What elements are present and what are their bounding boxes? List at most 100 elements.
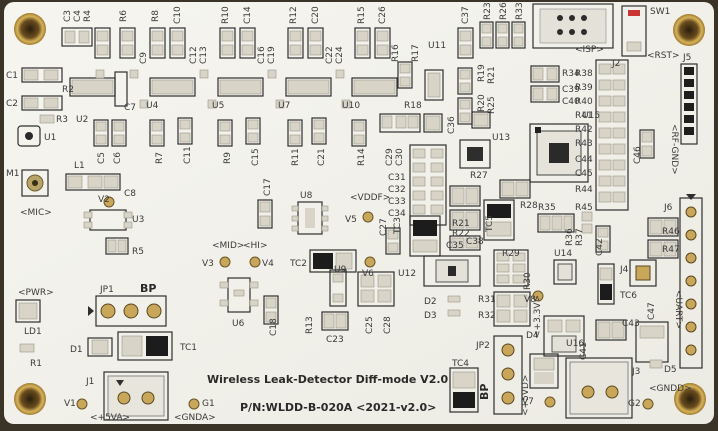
ref-u5: U5 [212,101,224,111]
ref-r41: R41 [575,111,593,121]
ref-c13: C13 [199,46,209,64]
tc4-cap [449,367,479,413]
ref-c46: C46 [633,146,643,164]
ref-c17: C17 [263,178,273,196]
ref-c31: C31 [388,173,406,183]
ref-c41: C41 [579,342,589,360]
label-rf-gnd: <RF-GND> [669,124,679,175]
ref-c30: C30 [395,148,405,166]
d1-tc1 [87,331,173,361]
label-mic: <MIC> [20,208,52,218]
ref-r8: R8 [151,10,161,22]
u3-ic [83,209,133,231]
ref-c2: C2 [6,99,18,109]
label-bp: BP [140,282,156,295]
ref-c18: C18 [269,318,279,336]
ref-r42: R42 [575,125,593,135]
u9-ic [329,269,347,307]
ref-c29: C29 [385,148,395,166]
ref-c5: C5 [97,152,107,164]
ref-j3: J3 [631,367,640,377]
ref-u15: U15 [582,111,600,121]
ref-tc5: TC5 [485,215,495,233]
ref-r18: R18 [404,101,422,111]
ref-r32: R32 [478,311,496,321]
v7-testpoint [544,396,556,408]
ref-r37: R37 [575,228,585,246]
ref-u2: U2 [76,115,88,125]
ref-c47: C47 [647,302,657,320]
ref-u6: U6 [232,319,245,329]
tc3-cap [409,215,441,257]
ref-r16: R16 [391,44,401,62]
ref-c14: C14 [243,6,253,24]
ref-r29: R29 [502,249,520,259]
ref-m1: M1 [6,169,20,179]
ref-r27: R27 [470,171,488,181]
ref-l1: L1 [74,161,85,171]
u1-ic [17,125,41,147]
j3-connector [565,357,633,419]
ref-u11: U11 [428,41,446,51]
d4-diode [529,353,559,389]
r13-c23 [321,311,349,331]
r35-r37 [537,211,611,253]
ref-c11: C11 [183,146,193,164]
ref-c35: C35 [446,241,464,251]
u12-ic [423,255,481,287]
ref-tc3: TC3 [393,217,403,235]
ref-v5: V5 [345,215,357,225]
ref-ld1: LD1 [24,327,42,337]
label-vddf: <VDDF> [350,193,390,203]
g2-testpoint [642,398,654,410]
v3-testpoint [219,256,231,268]
label-gnda: <GNDA> [174,413,216,423]
u16-region [543,315,627,357]
ref-d2: D2 [424,297,437,307]
ref-u4: U4 [146,101,159,111]
v1-testpoint [76,398,88,410]
ref-r36: R36 [565,228,575,246]
cap-cluster-c29-c34 [409,144,447,226]
l1-inductor [65,173,121,191]
board-title: Wireless Leak-Detector Diff-mode V2.0 [207,373,449,386]
ref-r40: R40 [575,97,593,107]
mount-hole-tl [14,13,46,45]
ref-r39: R39 [575,83,593,93]
ref-r1: R1 [30,359,42,369]
ref-c28: C28 [383,316,393,334]
label-gndd: <GNDD> [649,384,692,394]
label-3v3: <+3.3V> [533,295,543,338]
ref-c21: C21 [317,148,327,166]
ref-r25: R25 [487,96,497,114]
label-bp2: BP [478,384,491,400]
ref-c40: C40 [562,97,580,107]
jp1-jumper [88,295,167,327]
ref-v1: V1 [64,399,76,409]
ref-j2: J2 [611,59,620,69]
c25-c28 [357,271,395,307]
ref-c20: C20 [311,6,321,24]
ref-tc1: TC1 [179,343,197,353]
mount-hole-tr [673,14,705,46]
r46-r47 [647,217,679,259]
ref-r43: R43 [575,139,593,149]
ref-c23: C23 [326,335,344,345]
ref-d3: D3 [424,311,437,321]
ref-c42: C42 [595,238,605,256]
jp2-jumper [493,335,523,415]
ref-r34: R34 [562,69,580,79]
ref-c36: C36 [447,116,457,134]
ref-u3: U3 [132,215,144,225]
ref-c34: C34 [388,209,406,219]
ref-r10: R10 [221,6,231,24]
ref-r30: R30 [523,272,533,290]
ref-u12: U12 [398,269,416,279]
label-isp: <ISP> [575,45,604,55]
u15-qfn [529,123,589,183]
ref-c33: C33 [388,197,406,207]
ref-r11: R11 [291,148,301,166]
ref-c16: C16 [257,46,267,64]
ref-r38: R38 [575,69,593,79]
ref-d4: D4 [526,331,539,341]
